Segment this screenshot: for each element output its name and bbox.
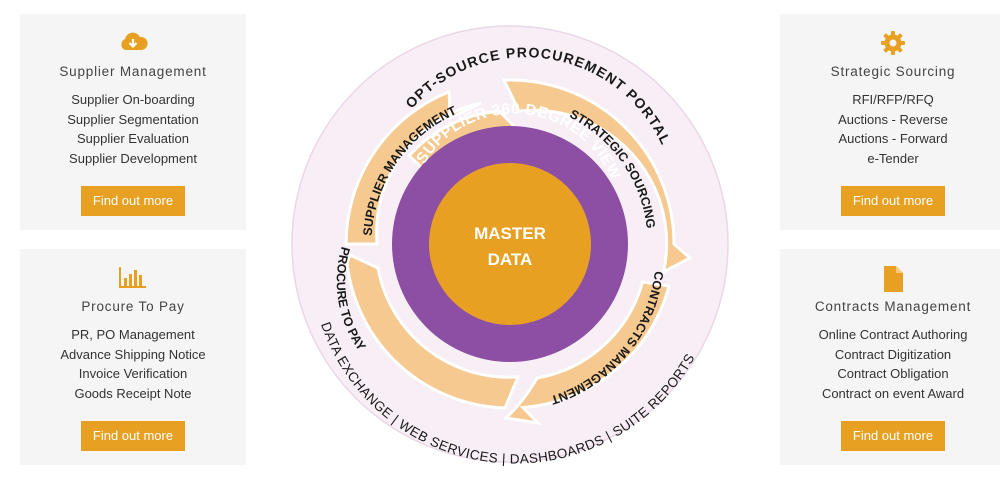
card-strategic-sourcing: Strategic Sourcing RFI/RFP/RFQ Auctions …	[780, 14, 1000, 230]
card-title: Contracts Management	[814, 299, 972, 314]
card-supplier-management: Supplier Management Supplier On-boarding…	[20, 14, 246, 230]
card-feature-list: Online Contract Authoring Contract Digit…	[780, 325, 1000, 403]
center-label-data: DATA	[488, 250, 533, 269]
card-contracts-management: Contracts Management Online Contract Aut…	[780, 249, 1000, 465]
center-label-master: MASTER	[474, 224, 546, 243]
card-title: Strategic Sourcing	[830, 64, 956, 79]
list-item: RFI/RFP/RFQ	[852, 92, 934, 107]
bar-chart-icon	[20, 265, 246, 291]
list-item: Contract Digitization	[834, 346, 952, 362]
document-icon	[780, 265, 1000, 292]
find-out-more-button[interactable]: Find out more	[81, 186, 185, 216]
find-out-more-button[interactable]: Find out more	[841, 421, 945, 451]
list-item: PR, PO Management	[71, 327, 195, 342]
list-item: Supplier Evaluation	[76, 131, 190, 146]
find-out-more-button[interactable]: Find out more	[81, 421, 185, 451]
card-procure-to-pay: Procure To Pay PR, PO Management Advance…	[20, 249, 246, 465]
list-item: Contract on event Award	[821, 385, 965, 401]
list-item: Supplier Segmentation	[67, 111, 199, 127]
list-item: Supplier Development	[69, 150, 197, 166]
card-feature-list: RFI/RFP/RFQ Auctions - Reverse Auctions …	[780, 90, 1000, 168]
card-feature-list: PR, PO Management Advance Shipping Notic…	[20, 325, 246, 403]
segment-supplier-management-outer	[344, 89, 482, 246]
segment-contracts-management	[502, 280, 671, 426]
card-title: Supplier Management	[59, 64, 207, 79]
list-item: e-Tender	[867, 150, 919, 166]
list-item: Advance Shipping Notice	[60, 346, 206, 362]
card-feature-list: Supplier On-boarding Supplier Segmentati…	[20, 90, 246, 168]
card-title: Procure To Pay	[81, 299, 185, 314]
segment-procure-to-pay	[345, 252, 521, 410]
list-item: Online Contract Authoring	[818, 327, 968, 342]
list-item: Auctions - Reverse	[838, 111, 948, 127]
find-out-more-button[interactable]: Find out more	[841, 186, 945, 216]
list-item: Goods Receipt Note	[74, 385, 192, 401]
gear-icon	[780, 30, 1000, 56]
segment-strategic-sourcing	[501, 78, 693, 275]
procurement-portal-diagram: OPT-SOURCE PROCUREMENT PORTAL DATA EXCHA…	[291, 25, 729, 467]
cloud-download-icon	[20, 30, 246, 56]
list-item: Invoice Verification	[78, 366, 188, 381]
list-item: Auctions - Forward	[838, 131, 948, 146]
list-item: Supplier On-boarding	[71, 92, 195, 107]
master-data-core	[429, 163, 591, 325]
list-item: Contract Obligation	[837, 366, 949, 381]
